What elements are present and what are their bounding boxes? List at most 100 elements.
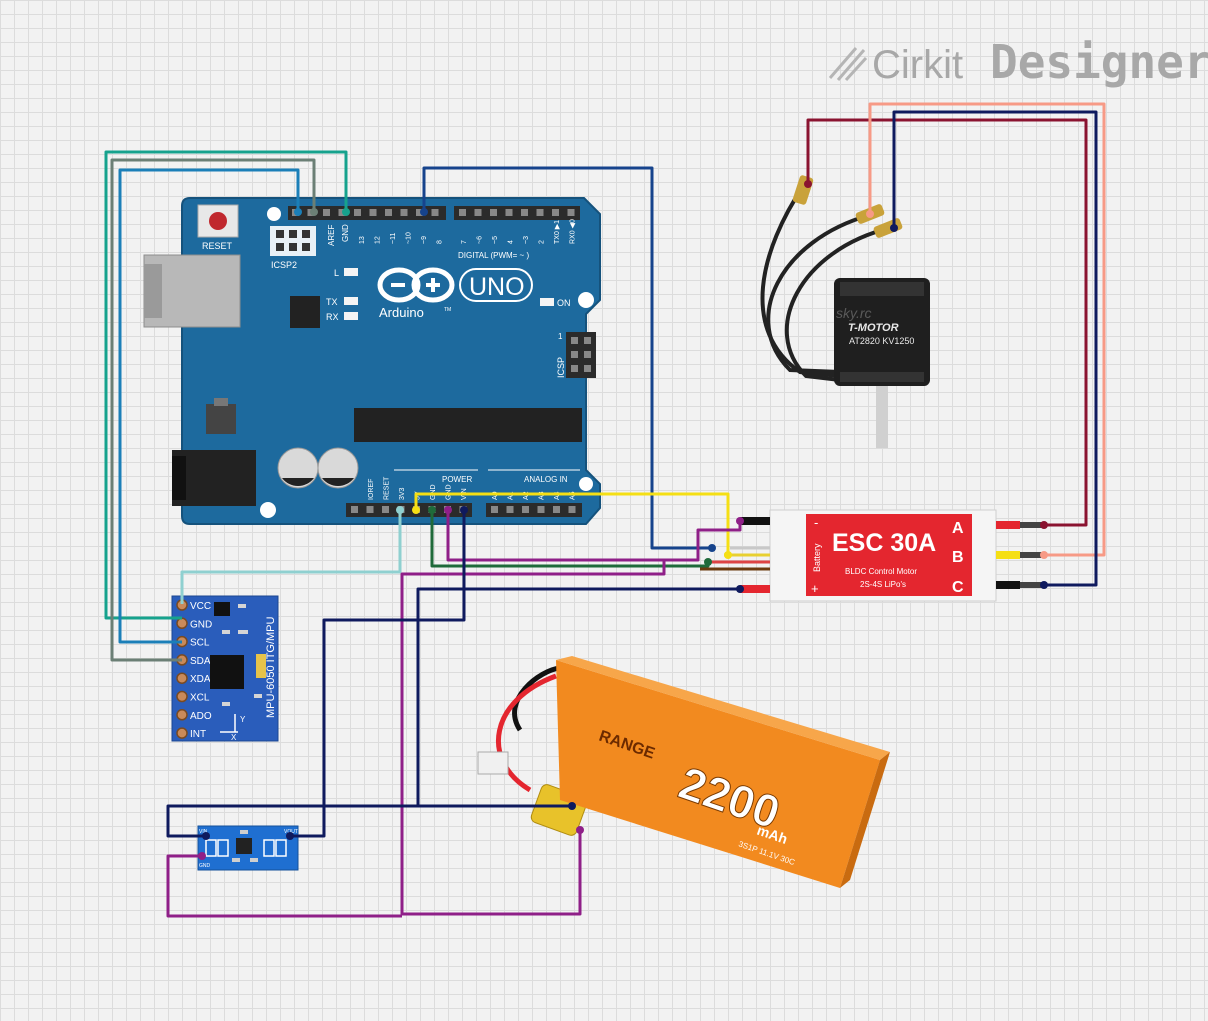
digital-pin-label: ~9 <box>421 236 428 244</box>
header-pin[interactable] <box>323 209 330 216</box>
motor-brand: T-MOTOR <box>848 322 899 334</box>
header-pin[interactable] <box>369 209 377 216</box>
wire-maroon-phase-a <box>806 118 1088 527</box>
mpu-regulator <box>214 602 230 616</box>
brand-designer: Designer <box>990 35 1208 89</box>
uno-label: UNO <box>469 273 525 301</box>
wire-endpoints <box>198 180 1048 860</box>
digital-pin-label: ~10 <box>406 232 413 244</box>
header-pin[interactable] <box>431 209 439 216</box>
mpu-pin[interactable] <box>176 690 188 703</box>
header-pin[interactable] <box>416 209 423 216</box>
header-pin[interactable] <box>491 506 498 513</box>
arduino-label: Arduino <box>379 305 424 320</box>
digital-pin-label: 7 <box>461 240 468 244</box>
brand-cirkit: Cirkit <box>872 43 963 87</box>
icsp2-label: ICSP2 <box>271 260 297 270</box>
header-top-b <box>454 206 580 220</box>
analog-pin-label: A2 <box>523 491 530 500</box>
header-pin[interactable] <box>366 506 374 513</box>
wire-navy-batt <box>416 587 740 808</box>
header-pin[interactable] <box>338 209 346 216</box>
esc-line2: 2S-4S LiPo's <box>860 580 906 589</box>
axis-y-label: Y <box>240 715 246 724</box>
wire-blue-gnd <box>118 168 300 644</box>
mpu-pin-label: XDA <box>190 674 211 685</box>
analog-pin-label: A1 <box>508 491 515 500</box>
gnd-top-label: GND <box>341 224 350 242</box>
mpu-pin[interactable] <box>176 727 188 739</box>
mount-hole <box>260 502 276 518</box>
digital-pin-label: TX0 ▶1 <box>554 220 561 244</box>
esc-line1: BLDC Control Motor <box>845 567 917 576</box>
wire-navy-phase-c <box>892 110 1098 587</box>
power-pin-label: GND <box>446 484 453 500</box>
icsp-pin-one: 1 <box>558 332 563 341</box>
axis-indicator-icon <box>220 714 238 733</box>
header-pin[interactable] <box>354 209 361 216</box>
wire-navy-reg-in <box>166 804 418 838</box>
analog-pin-label: A4 <box>554 491 561 500</box>
wire-navy-pwm <box>422 166 712 550</box>
header-pin[interactable] <box>521 209 528 216</box>
header-pin[interactable] <box>522 506 529 513</box>
capacitors <box>277 447 359 489</box>
header-pin[interactable] <box>351 506 358 513</box>
aref-label: AREF <box>327 225 336 246</box>
motor-model: AT2820 KV1250 <box>849 336 914 346</box>
mpu-pin-label: SDA <box>190 656 211 667</box>
esc-phase-a: A <box>952 520 964 537</box>
esc-phase-b: B <box>952 549 964 566</box>
mpu-pin[interactable] <box>176 709 188 721</box>
mount-hole <box>578 292 594 308</box>
lipo-battery[interactable]: RANGE 2200 mAh 3S1P 11.1V 30C <box>477 656 890 888</box>
header-pin[interactable] <box>567 209 575 216</box>
header-pin[interactable] <box>382 506 389 513</box>
esc-30a[interactable]: ESC 30A BLDC Control Motor 2S-4S LiPo's … <box>700 509 1044 602</box>
header-pin[interactable] <box>506 506 514 513</box>
digital-pin-label: ~3 <box>523 236 530 244</box>
brushless-motor[interactable]: sky.rc T-MOTOR AT2820 KV1250 <box>760 175 930 448</box>
header-pin[interactable] <box>400 209 408 216</box>
esc-minus-label: - <box>814 515 818 530</box>
esc-output-leads <box>996 521 1044 589</box>
header-pin[interactable] <box>536 209 544 216</box>
reg-vout-label: VOUT <box>284 829 298 835</box>
digital-pin-label: 13 <box>359 236 366 244</box>
header-pin[interactable] <box>459 209 466 216</box>
mpu-title: MPU-6050 ITG/MPU <box>265 616 277 718</box>
analog-pin-label: A3 <box>539 491 546 500</box>
header-pin[interactable] <box>553 506 560 513</box>
esc-input-leads <box>700 517 770 593</box>
analog-pin-label: A0 <box>492 491 499 500</box>
cirkit-designer-logo: Cirkit Designer <box>828 35 1208 89</box>
analog-pin-label: A5 <box>570 491 577 500</box>
on-label: ON <box>557 298 571 308</box>
header-pin[interactable] <box>490 209 497 216</box>
tm-label: TM <box>444 307 451 313</box>
digital-pin-label: ~5 <box>492 236 499 244</box>
header-pin[interactable] <box>552 209 559 216</box>
header-pin[interactable] <box>537 506 545 513</box>
led-on <box>540 298 554 306</box>
mpu-pin-label: SCL <box>190 638 210 649</box>
header-pin[interactable] <box>505 209 513 216</box>
header-pin[interactable] <box>474 209 482 216</box>
buck-converter-module[interactable]: VIN VOUT GND <box>197 825 299 871</box>
led-rx <box>344 312 358 320</box>
power-pin-label: IOREF <box>368 479 375 500</box>
mpu-pin[interactable] <box>176 672 188 684</box>
esc-battery-label: Battery <box>812 543 822 572</box>
header-pin[interactable] <box>568 506 576 513</box>
uno-badge <box>459 268 533 302</box>
wire-yellow-5v <box>414 492 730 555</box>
esc-title: ESC 30A <box>832 529 936 557</box>
power-pin-label: GND <box>430 484 437 500</box>
cirkit-logo-icon <box>828 47 868 82</box>
header-pin[interactable] <box>385 209 392 216</box>
mpu-pin[interactable] <box>176 617 188 630</box>
mpu-pin-label: INT <box>190 729 206 740</box>
